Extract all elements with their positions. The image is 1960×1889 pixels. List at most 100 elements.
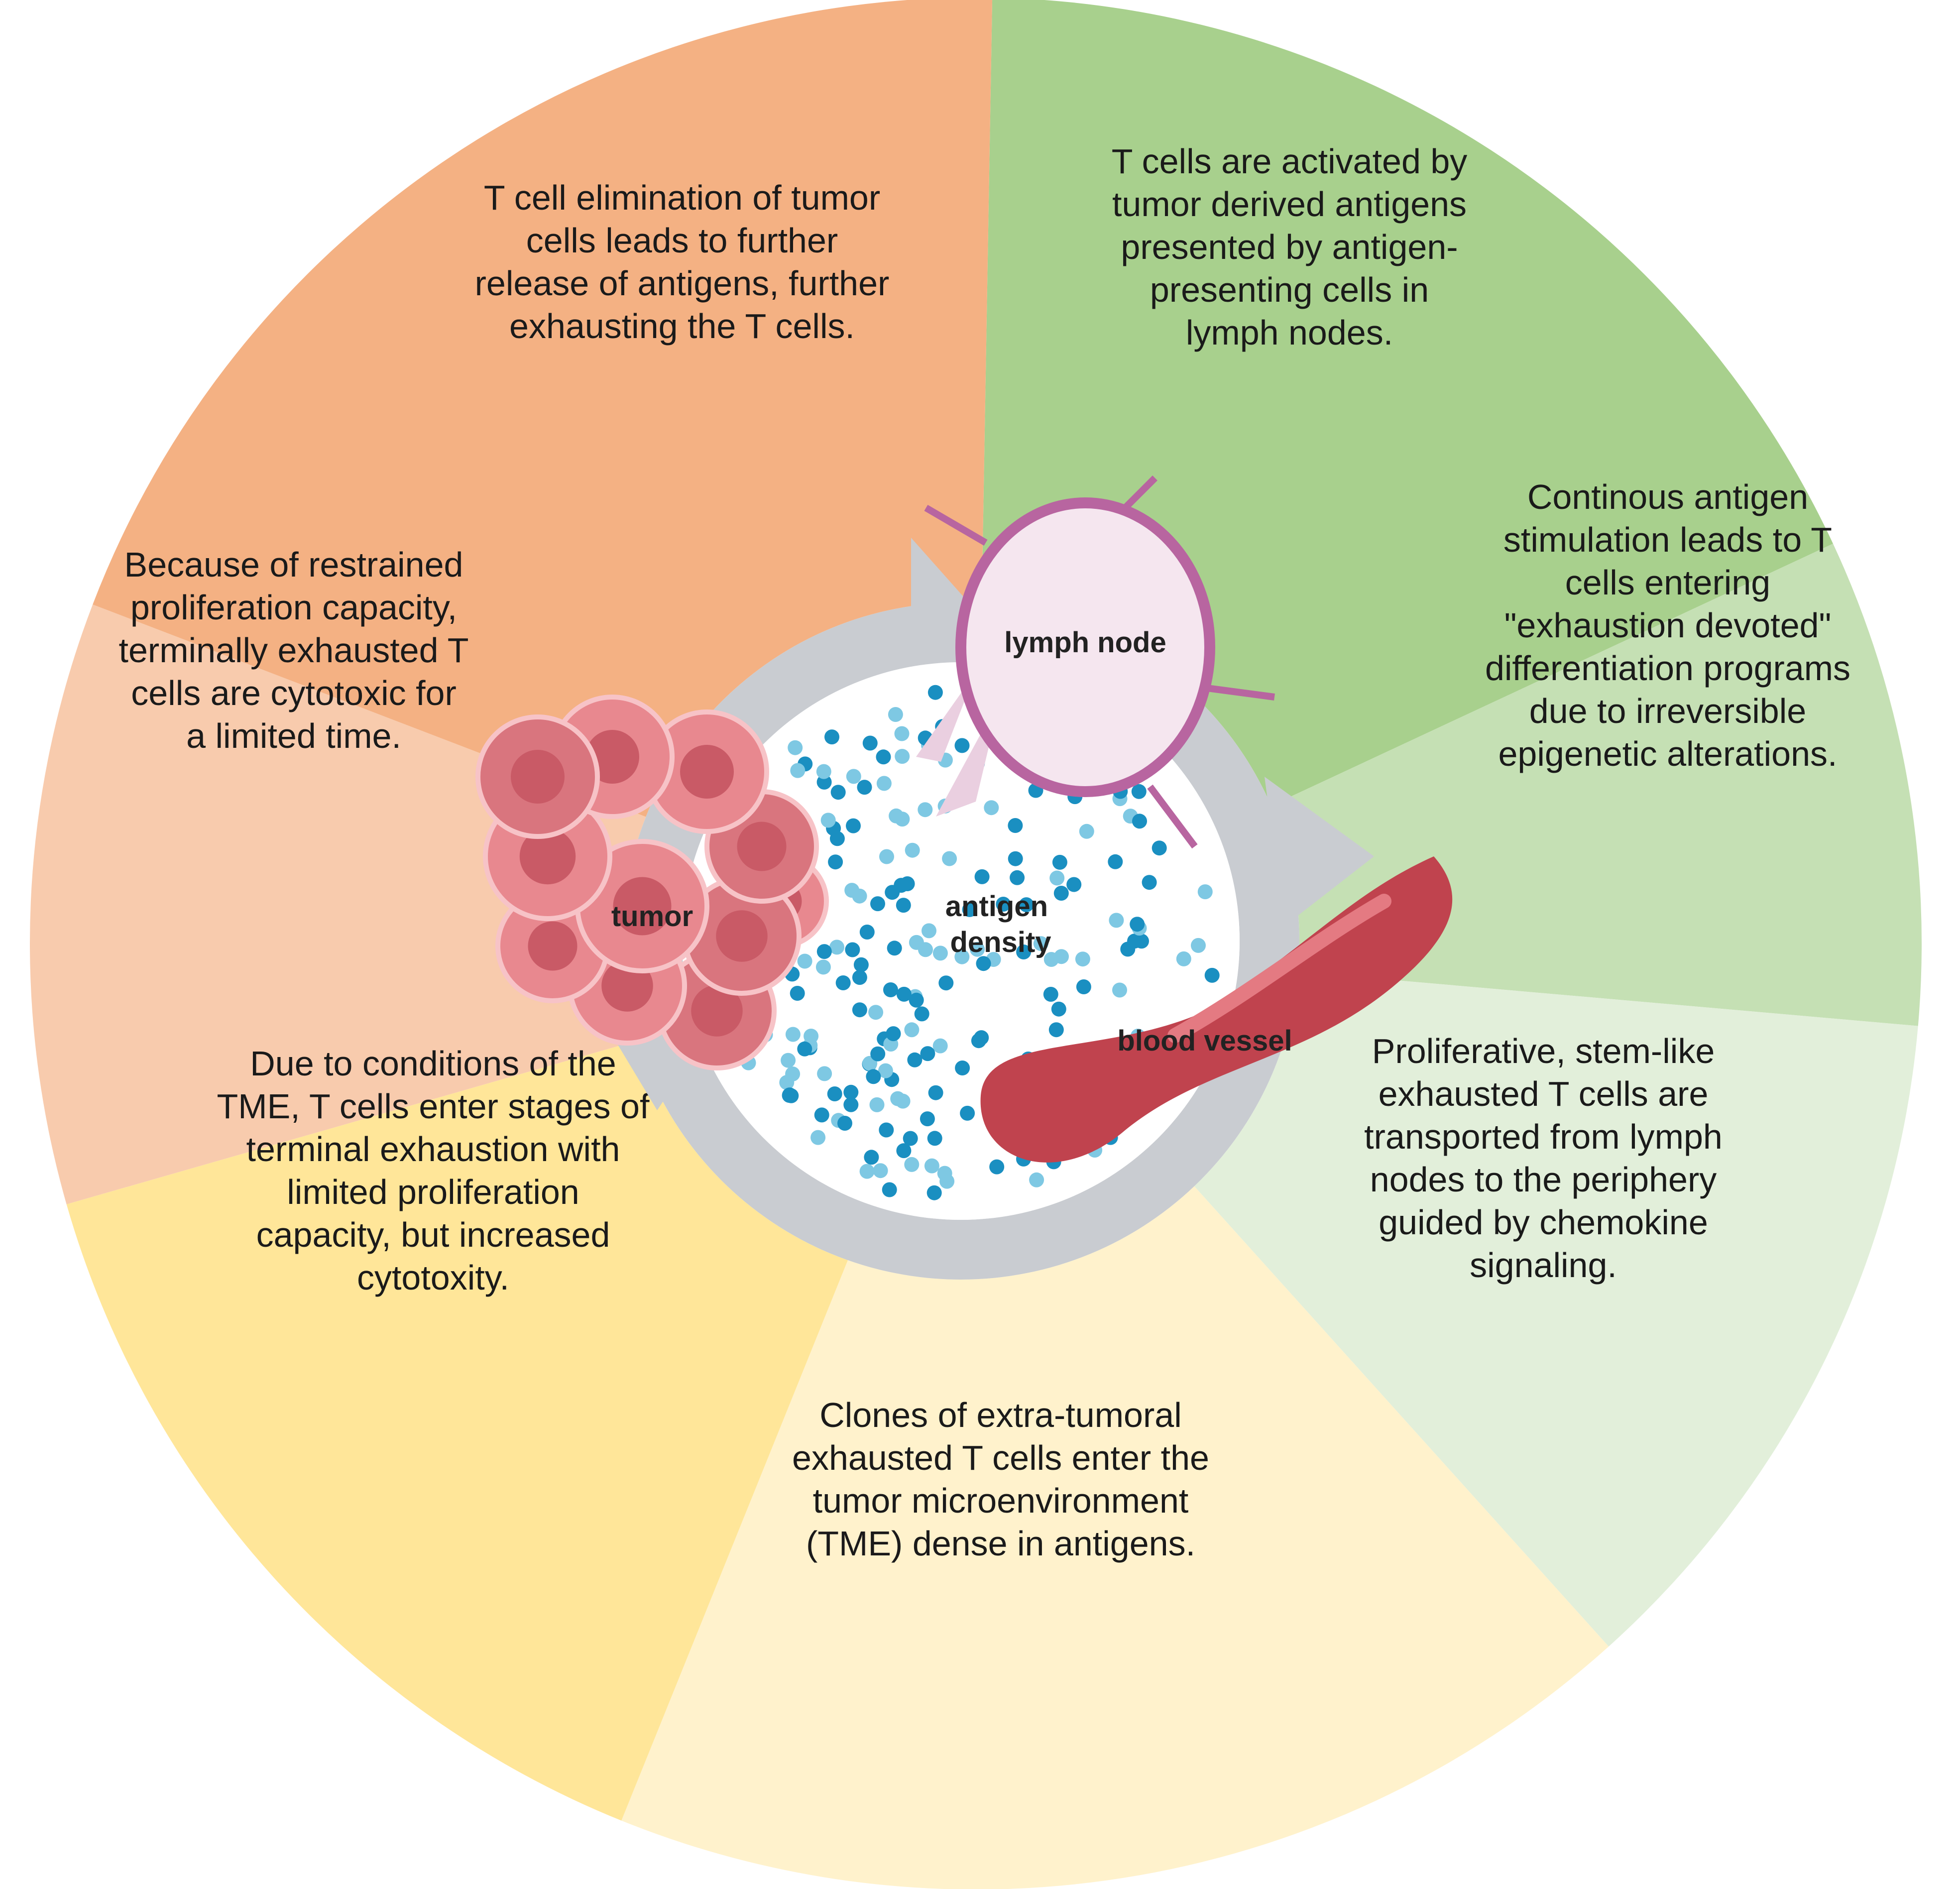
antigen-dot xyxy=(1048,1022,1064,1038)
blood-vessel-label: blood vessel xyxy=(1117,1025,1292,1057)
antigen-dot xyxy=(1052,854,1067,870)
tumor-cell-nucleus xyxy=(519,828,576,885)
antigen-dot xyxy=(816,944,832,959)
antigen-dot xyxy=(1131,784,1147,799)
antigen-dot xyxy=(896,1143,912,1159)
antigen-dot xyxy=(878,1063,893,1078)
antigen-dot xyxy=(1079,824,1094,839)
antigen-dot xyxy=(1008,851,1023,866)
segment-text-line: release of antigens, further xyxy=(475,264,890,303)
antigen-dot xyxy=(984,800,999,816)
antigen-dot xyxy=(835,975,851,990)
tumor-cell-nucleus xyxy=(511,750,565,804)
antigen-dot xyxy=(781,1053,796,1068)
antigen-dot xyxy=(1010,870,1025,885)
antigen-dot xyxy=(1191,938,1206,953)
antigen-dot xyxy=(937,1166,952,1181)
antigen-dot xyxy=(926,1185,942,1200)
segment-text-line: a limited time. xyxy=(186,716,401,755)
segment-text-tumor-elimination: T cell elimination of tumor cells leads t… xyxy=(475,178,890,346)
antigen-dot xyxy=(920,1111,935,1127)
antigen-dot xyxy=(896,898,911,913)
antigen-density-label: antigen density xyxy=(945,890,1056,958)
antigen-dot xyxy=(797,953,812,969)
antigen-dot xyxy=(895,812,910,827)
antigen-dot xyxy=(928,1085,943,1100)
antigen-dot xyxy=(852,888,867,904)
antigen-dot xyxy=(859,925,875,940)
lymph-node: lymph node xyxy=(916,475,1275,849)
antigen-dot xyxy=(1152,840,1167,856)
tumor-cell-nucleus xyxy=(613,877,672,936)
antigen-dot xyxy=(1008,818,1023,833)
antigen-dot xyxy=(904,1022,920,1038)
segment-text-line: presented by antigen- xyxy=(1121,228,1458,266)
segment-text-line: due to irreversible xyxy=(1529,692,1806,730)
segment-text-line: Because of restrained xyxy=(124,545,463,584)
antigen-dot xyxy=(1029,1172,1044,1187)
antigen-dot xyxy=(932,1038,948,1054)
antigen-dot xyxy=(866,1069,881,1084)
segment-text-line: exhausted T cells are xyxy=(1379,1074,1709,1113)
antigen-dot xyxy=(859,1164,875,1179)
antigen-dot xyxy=(971,1033,986,1049)
antigen-dot xyxy=(1053,886,1069,901)
segment-text-line: differentiation programs xyxy=(1485,649,1850,688)
antigen-dot xyxy=(890,1091,906,1106)
segment-text-line: tumor microenvironment xyxy=(813,1481,1189,1520)
antigen-dot xyxy=(920,1046,935,1062)
segment-text-line: lymph nodes. xyxy=(1186,313,1393,352)
antigen-dot xyxy=(1108,854,1123,869)
antigen-dot xyxy=(782,1088,797,1103)
segment-text-line: cells are cytotoxic for xyxy=(131,674,457,712)
antigen-dot xyxy=(862,735,878,751)
antigen-dot xyxy=(927,1131,942,1146)
antigen-dot xyxy=(843,1084,859,1100)
segment-text-line: exhausted T cells enter the xyxy=(792,1438,1209,1477)
antigen-dot xyxy=(924,1158,939,1174)
segment-text-line: cells leads to further xyxy=(526,221,838,260)
antigen-dot xyxy=(797,1041,812,1057)
antigen-dot xyxy=(1016,944,1032,959)
segment-text-line: T cell elimination of tumor xyxy=(484,178,880,217)
antigen-dot xyxy=(868,1005,884,1020)
antigen-dot xyxy=(1043,952,1059,967)
antigen-dot xyxy=(938,975,954,991)
antigen-dot xyxy=(883,982,898,997)
antigen-dot xyxy=(852,970,867,985)
antigen-dot xyxy=(903,1131,918,1146)
segment-text-line: Continous antigen xyxy=(1527,477,1808,516)
antigen-dot xyxy=(942,851,957,866)
segment-text-line: signaling. xyxy=(1470,1246,1617,1285)
segment-text-line: limited proliferation xyxy=(287,1173,579,1211)
antigen-dot xyxy=(1142,875,1157,890)
antigen-dot xyxy=(900,876,915,891)
antigen-dot xyxy=(828,854,843,870)
antigen-dot xyxy=(1066,877,1082,892)
lymph-node-label: lymph node xyxy=(1004,626,1166,659)
antigen-dot xyxy=(909,992,924,1008)
antigen-dot xyxy=(1049,870,1065,886)
antigen-dot xyxy=(830,785,846,800)
antigen-dot xyxy=(1051,1001,1066,1017)
lymph-node-branch xyxy=(916,672,976,762)
segment-text-line: cytotoxity. xyxy=(357,1258,509,1297)
antigen-dot xyxy=(843,1097,859,1112)
antigen-dot xyxy=(904,1157,920,1172)
segment-text-line: Proliferative, stem-like xyxy=(1372,1032,1715,1070)
antigen-dot xyxy=(857,780,872,795)
segment-text-line: guided by chemokine xyxy=(1379,1203,1708,1242)
antigen-density-line: antigen xyxy=(945,890,1048,923)
antigen-dot xyxy=(886,1026,901,1042)
antigen-dot xyxy=(790,763,806,778)
antigen-dot xyxy=(932,945,948,961)
tumor-cell-nucleus xyxy=(716,910,768,962)
antigen-dot xyxy=(1109,913,1124,928)
antigen-dot xyxy=(905,842,920,858)
antigen-dot xyxy=(927,685,943,700)
segment-text-line: terminal exhaustion with xyxy=(246,1130,620,1169)
segment-text-line: tumor derived antigens xyxy=(1112,185,1467,224)
